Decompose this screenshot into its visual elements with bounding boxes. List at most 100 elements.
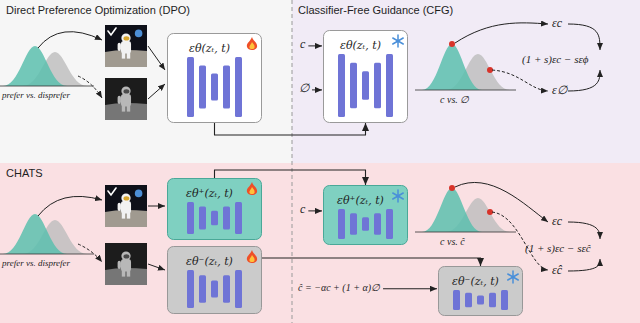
leader-arrow	[38, 32, 102, 48]
output-symbol: εc	[552, 215, 562, 229]
network-box: εθ⁻(zₜ, t)	[167, 246, 262, 314]
fire-icon	[247, 182, 257, 195]
leader-arrow	[148, 84, 165, 99]
check-mark	[108, 188, 116, 195]
axis-caption: c vs. ĉ	[440, 236, 465, 248]
input-arrow	[308, 45, 322, 46]
unet-layer	[338, 209, 345, 239]
unet-layer	[338, 54, 345, 117]
axis-caption: c vs. ∅	[440, 94, 469, 106]
axis-line	[415, 232, 516, 233]
leader-arrow	[492, 70, 548, 91]
leader-arrow	[568, 222, 600, 239]
unet-layer	[386, 54, 393, 117]
network-box: εθ⁺(zₜ, t)	[167, 178, 262, 240]
output-symbol: εc	[552, 17, 562, 31]
unet-layer	[211, 211, 218, 225]
connector-arrow	[262, 258, 481, 266]
leader-arrow	[568, 24, 600, 50]
network-outline	[168, 179, 262, 240]
network-box: εθ(zₜ, t)	[323, 30, 408, 123]
axis-line	[0, 254, 94, 255]
sample-dot	[449, 41, 455, 47]
unet-layer	[223, 275, 230, 302]
network-outline	[168, 247, 262, 314]
unet-layer	[477, 296, 484, 305]
unet-layer	[211, 280, 218, 297]
network-outline	[324, 186, 408, 245]
leader-arrow	[148, 206, 165, 207]
input-arrow	[383, 288, 437, 289]
leader-arrow	[78, 244, 102, 262]
axis-caption: prefer vs. disprefer	[2, 258, 70, 268]
panel-ground	[292, 0, 640, 163]
input-arrow	[308, 210, 322, 211]
cond-curve	[422, 44, 482, 90]
unet-layer	[199, 65, 206, 108]
leader-arrow	[38, 196, 102, 216]
unet-layer	[465, 293, 472, 307]
unet-layer	[350, 213, 357, 235]
prefer-curve	[3, 46, 67, 86]
divider-line	[292, 0, 293, 323]
network-label: εθ⁻(zₜ, t)	[186, 256, 233, 269]
guidance-formula: (1 + s)εc − sεϕ	[522, 53, 588, 66]
network-label: εθ⁺(zₜ, t)	[337, 195, 384, 208]
astronaut-photo	[105, 78, 147, 120]
panel-ground	[0, 163, 640, 323]
check-mark	[108, 28, 116, 35]
leader-arrow	[568, 70, 600, 91]
network-label: εθ⁺(zₜ, t)	[186, 188, 233, 201]
snowflake-icon	[393, 190, 403, 202]
guidance-formula: (1 + s)εc − sεĉ	[525, 242, 591, 255]
unet-layer	[350, 63, 357, 108]
leader-arrow	[455, 23, 548, 43]
unet-layer	[223, 65, 230, 108]
network-outline	[168, 34, 262, 123]
snowflake-icon	[508, 271, 518, 283]
fire-icon	[247, 37, 257, 50]
unet-layer	[374, 213, 381, 235]
connector-arrow	[215, 170, 366, 185]
section-panel: εθ(zₜ, t) Direct Preference Optimization …	[0, 0, 292, 163]
astronaut-photo	[105, 25, 147, 67]
unet-layer	[199, 275, 206, 302]
input-formula: ĉ = −αc + (1 + α)∅	[298, 282, 380, 294]
distribution-plots	[0, 23, 600, 271]
panel-ground	[0, 0, 292, 163]
unet-layer	[489, 293, 496, 307]
cond-curve	[422, 188, 482, 232]
unet-layer	[386, 209, 393, 239]
network-box: εθ(zₜ, t)	[167, 33, 262, 123]
unet-layer	[453, 290, 460, 310]
axis-line	[0, 86, 94, 87]
prefer-curve	[3, 214, 67, 254]
unet-layer	[235, 57, 242, 117]
unet-layer	[235, 270, 242, 308]
leader-arrow	[455, 182, 548, 222]
unet-layer	[374, 63, 381, 108]
connector-arrow	[215, 123, 366, 135]
leader-arrow	[148, 264, 165, 270]
unet-layer	[501, 290, 508, 310]
unet-layer	[187, 270, 194, 308]
axis-caption: prefer vs. disprefer	[2, 90, 70, 100]
network-label: εθ(zₜ, t)	[340, 40, 381, 53]
unet-layer	[187, 202, 194, 234]
network-box: εθ⁺(zₜ, t)	[323, 185, 408, 245]
leader-arrow	[78, 76, 102, 98]
leader-arrow	[568, 259, 600, 271]
input-symbol: ∅	[299, 82, 309, 96]
fire-icon	[247, 250, 257, 263]
axis-line	[415, 90, 516, 91]
unet-layer	[362, 217, 369, 231]
section-heading: Direct Preference Optimization (DPO)	[0, 0, 196, 21]
astronaut-photo	[105, 243, 147, 285]
leader-arrow	[492, 212, 548, 270]
section-heading: CHATS	[0, 163, 48, 184]
unet-layer	[187, 57, 194, 117]
section-heading: Classifier-Free Guidance (CFG)	[292, 0, 459, 21]
section-panel: εθ(zₜ, t) Classifier-Free Guidance (CFG)	[292, 0, 640, 163]
